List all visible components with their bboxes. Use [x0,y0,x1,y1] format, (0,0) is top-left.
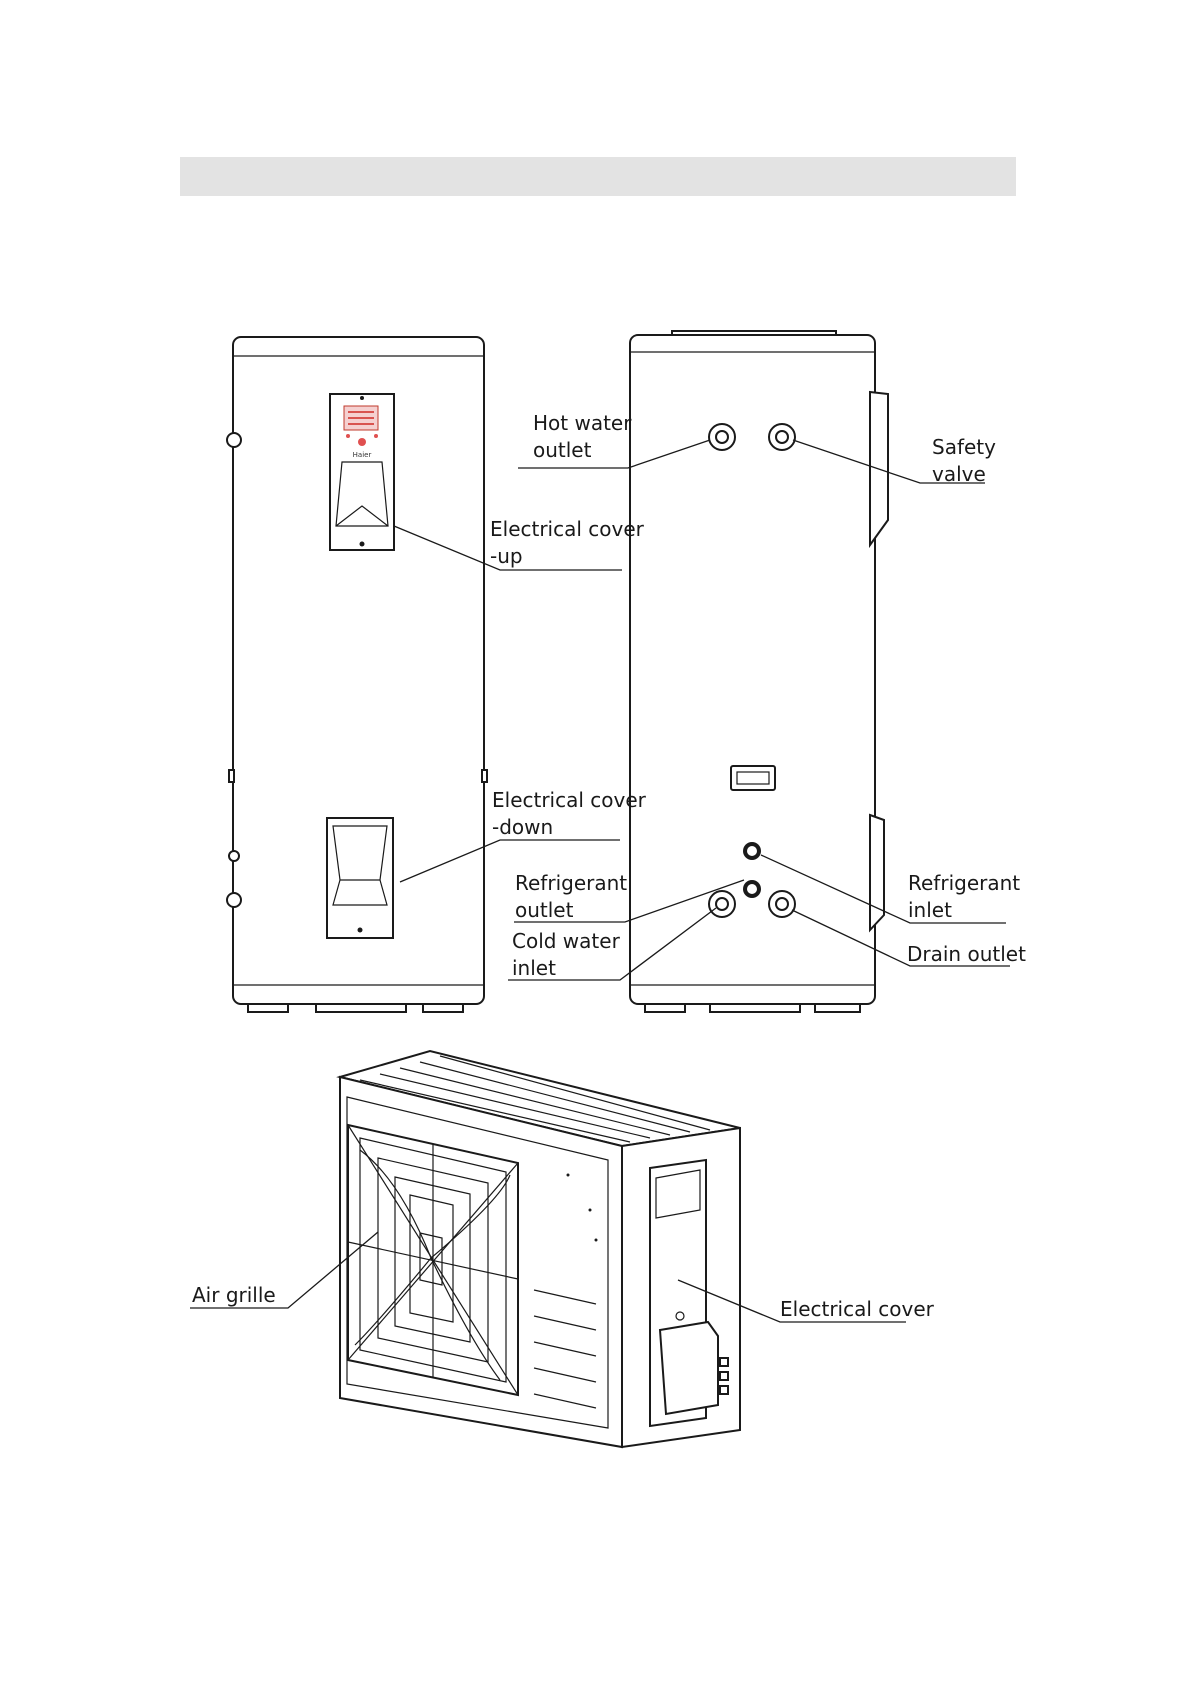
label-electrical-cover-up-line1: Electrical cover [490,517,645,541]
label-refrigerant-outlet-line1: Refrigerant [515,871,627,895]
label-drain-outlet: Drain outlet [907,942,1026,966]
brand-logo: Haier [353,451,372,459]
label-electrical-cover-down-line1: Electrical cover [492,788,647,812]
label-cold-water-inlet-line1: Cold water [512,929,621,953]
label-refrigerant-inlet-line2: inlet [908,898,952,922]
power-icon [358,438,366,446]
label-hot-water-outlet-line2: outlet [533,438,592,462]
tank-front-view: Haier [227,337,487,1012]
label-safety-valve-line2: valve [932,462,986,486]
electrical-cover-up-panel: Haier [330,394,394,550]
label-refrigerant-outlet-line2: outlet [515,898,574,922]
label-cold-water-inlet-line2: inlet [512,956,556,980]
label-electrical-cover: Electrical cover [780,1297,935,1321]
label-electrical-cover-down-line2: -down [492,815,553,839]
tank-rear-view [630,331,888,1012]
electrical-cover-down-panel [327,818,393,938]
label-refrigerant-inlet-line1: Refrigerant [908,871,1020,895]
label-hot-water-outlet-line1: Hot water [533,411,632,435]
label-electrical-cover-up-line2: -up [490,544,523,568]
outdoor-unit [340,1051,740,1447]
label-safety-valve-line1: Safety [932,435,996,459]
fan-grille [348,1125,518,1395]
label-air-grille: Air grille [192,1283,276,1307]
